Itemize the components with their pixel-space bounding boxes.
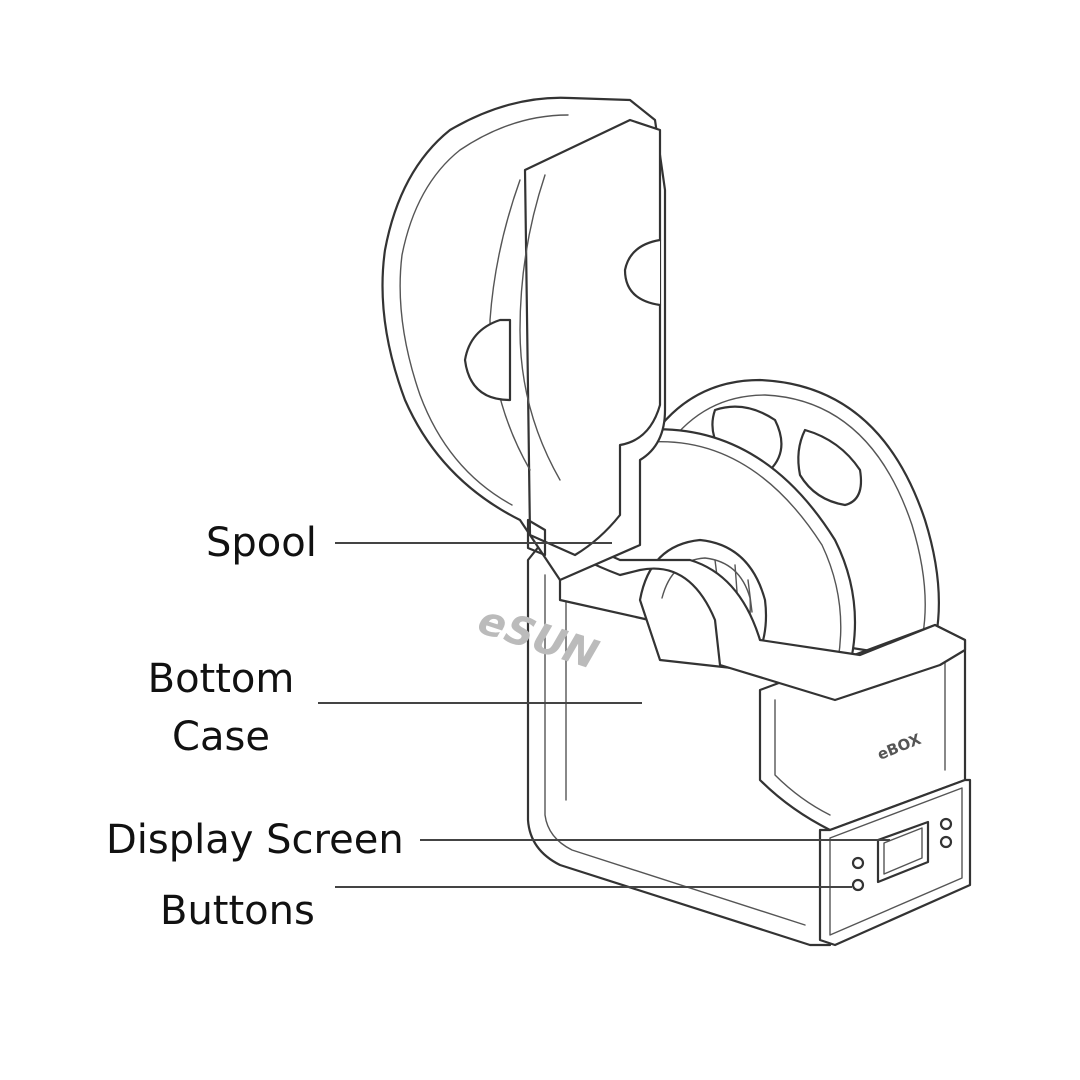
bottom-case-rim — [538, 518, 967, 702]
front-panel — [818, 778, 972, 947]
right-buttons[interactable] — [939, 817, 953, 849]
display-screen — [876, 820, 930, 884]
buttons-label: Buttons — [160, 888, 315, 934]
display-screen-label: Display Screen — [106, 817, 404, 863]
spool-label: Spool — [206, 520, 317, 566]
buttons[interactable] — [851, 817, 953, 892]
bottom-case-label: Bottom Case — [147, 656, 295, 760]
left-buttons[interactable] — [851, 856, 865, 892]
lid — [381, 96, 667, 582]
